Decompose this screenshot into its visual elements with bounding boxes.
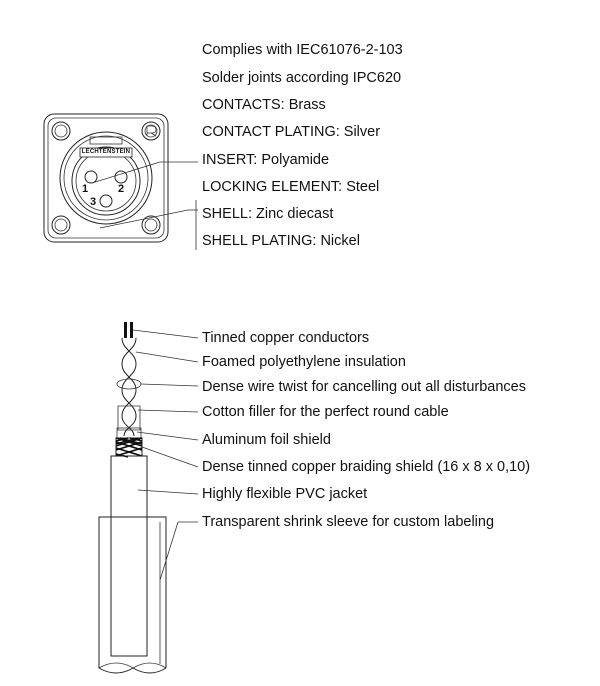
latch-tab bbox=[89, 136, 123, 145]
shell-leader bbox=[99, 209, 189, 229]
spec-contact-plating: CONTACT PLATING: Silver bbox=[202, 124, 381, 140]
cable-label-sleeve: Transparent shrink sleeve for custom lab… bbox=[202, 514, 495, 530]
mounting-hole-bottom-right bbox=[141, 215, 161, 235]
cable-leaders bbox=[132, 329, 199, 581]
connector-insert bbox=[71, 146, 141, 216]
spec-contacts: CONTACTS: Brass bbox=[202, 97, 326, 113]
spec-shell-plating: SHELL PLATING: Nickel bbox=[202, 233, 360, 249]
spec-solder-joints: Solder joints according IPC620 bbox=[202, 70, 402, 86]
pin-2 bbox=[114, 170, 128, 184]
pin-1 bbox=[84, 170, 98, 184]
mounting-hole-bottom-left bbox=[51, 215, 71, 235]
pin-label-1: 1 bbox=[82, 183, 89, 195]
conductor-left bbox=[124, 322, 127, 338]
insert-leader bbox=[91, 161, 161, 184]
connector-leaders bbox=[91, 161, 198, 250]
cable-label-conductors: Tinned copper conductors bbox=[202, 330, 370, 346]
cable-drawing bbox=[98, 322, 167, 674]
conductor-right bbox=[130, 322, 133, 338]
cable-label-insulation: Foamed polyethylene insulation bbox=[202, 354, 406, 370]
connector-brand-text: LECHTENSTEIN bbox=[81, 149, 131, 155]
cable-label-foil: Aluminum foil shield bbox=[202, 432, 331, 448]
braiding-shield bbox=[115, 437, 143, 458]
cable-label-filler: Cotton filler for the perfect round cabl… bbox=[202, 404, 449, 420]
cable-label-jacket: Highly flexible PVC jacket bbox=[202, 486, 368, 502]
connector-flange-outer bbox=[43, 113, 169, 243]
spec-shell: SHELL: Zinc diecast bbox=[202, 206, 334, 222]
twist-marker bbox=[116, 378, 142, 390]
spec-insert: INSERT: Polyamide bbox=[202, 152, 330, 168]
pin-label-2: 2 bbox=[118, 183, 125, 195]
mounting-hole-top-right bbox=[141, 121, 161, 141]
spec-standard: Complies with IEC61076-2-103 bbox=[202, 42, 403, 58]
cotton-filler bbox=[117, 405, 141, 431]
twisted-pair-b bbox=[121, 337, 137, 437]
twisted-pair-a bbox=[121, 337, 137, 437]
connector-drawing bbox=[43, 113, 169, 243]
mounting-hole-top-left bbox=[51, 121, 71, 141]
cable-label-braiding: Dense tinned copper braiding shield (16 … bbox=[202, 459, 531, 475]
connector-body-ring bbox=[59, 131, 153, 225]
connector-flange-inner bbox=[47, 117, 165, 239]
brand-band bbox=[79, 147, 133, 158]
cable-label-twist: Dense wire twist for cancelling out all … bbox=[202, 379, 526, 395]
shrink-sleeve bbox=[98, 516, 167, 674]
pvc-jacket bbox=[110, 455, 148, 657]
spec-locking-element: LOCKING ELEMENT: Steel bbox=[202, 179, 380, 195]
pin-label-3: 3 bbox=[90, 196, 97, 208]
latch-icon bbox=[146, 125, 157, 137]
pin-3 bbox=[99, 194, 113, 208]
